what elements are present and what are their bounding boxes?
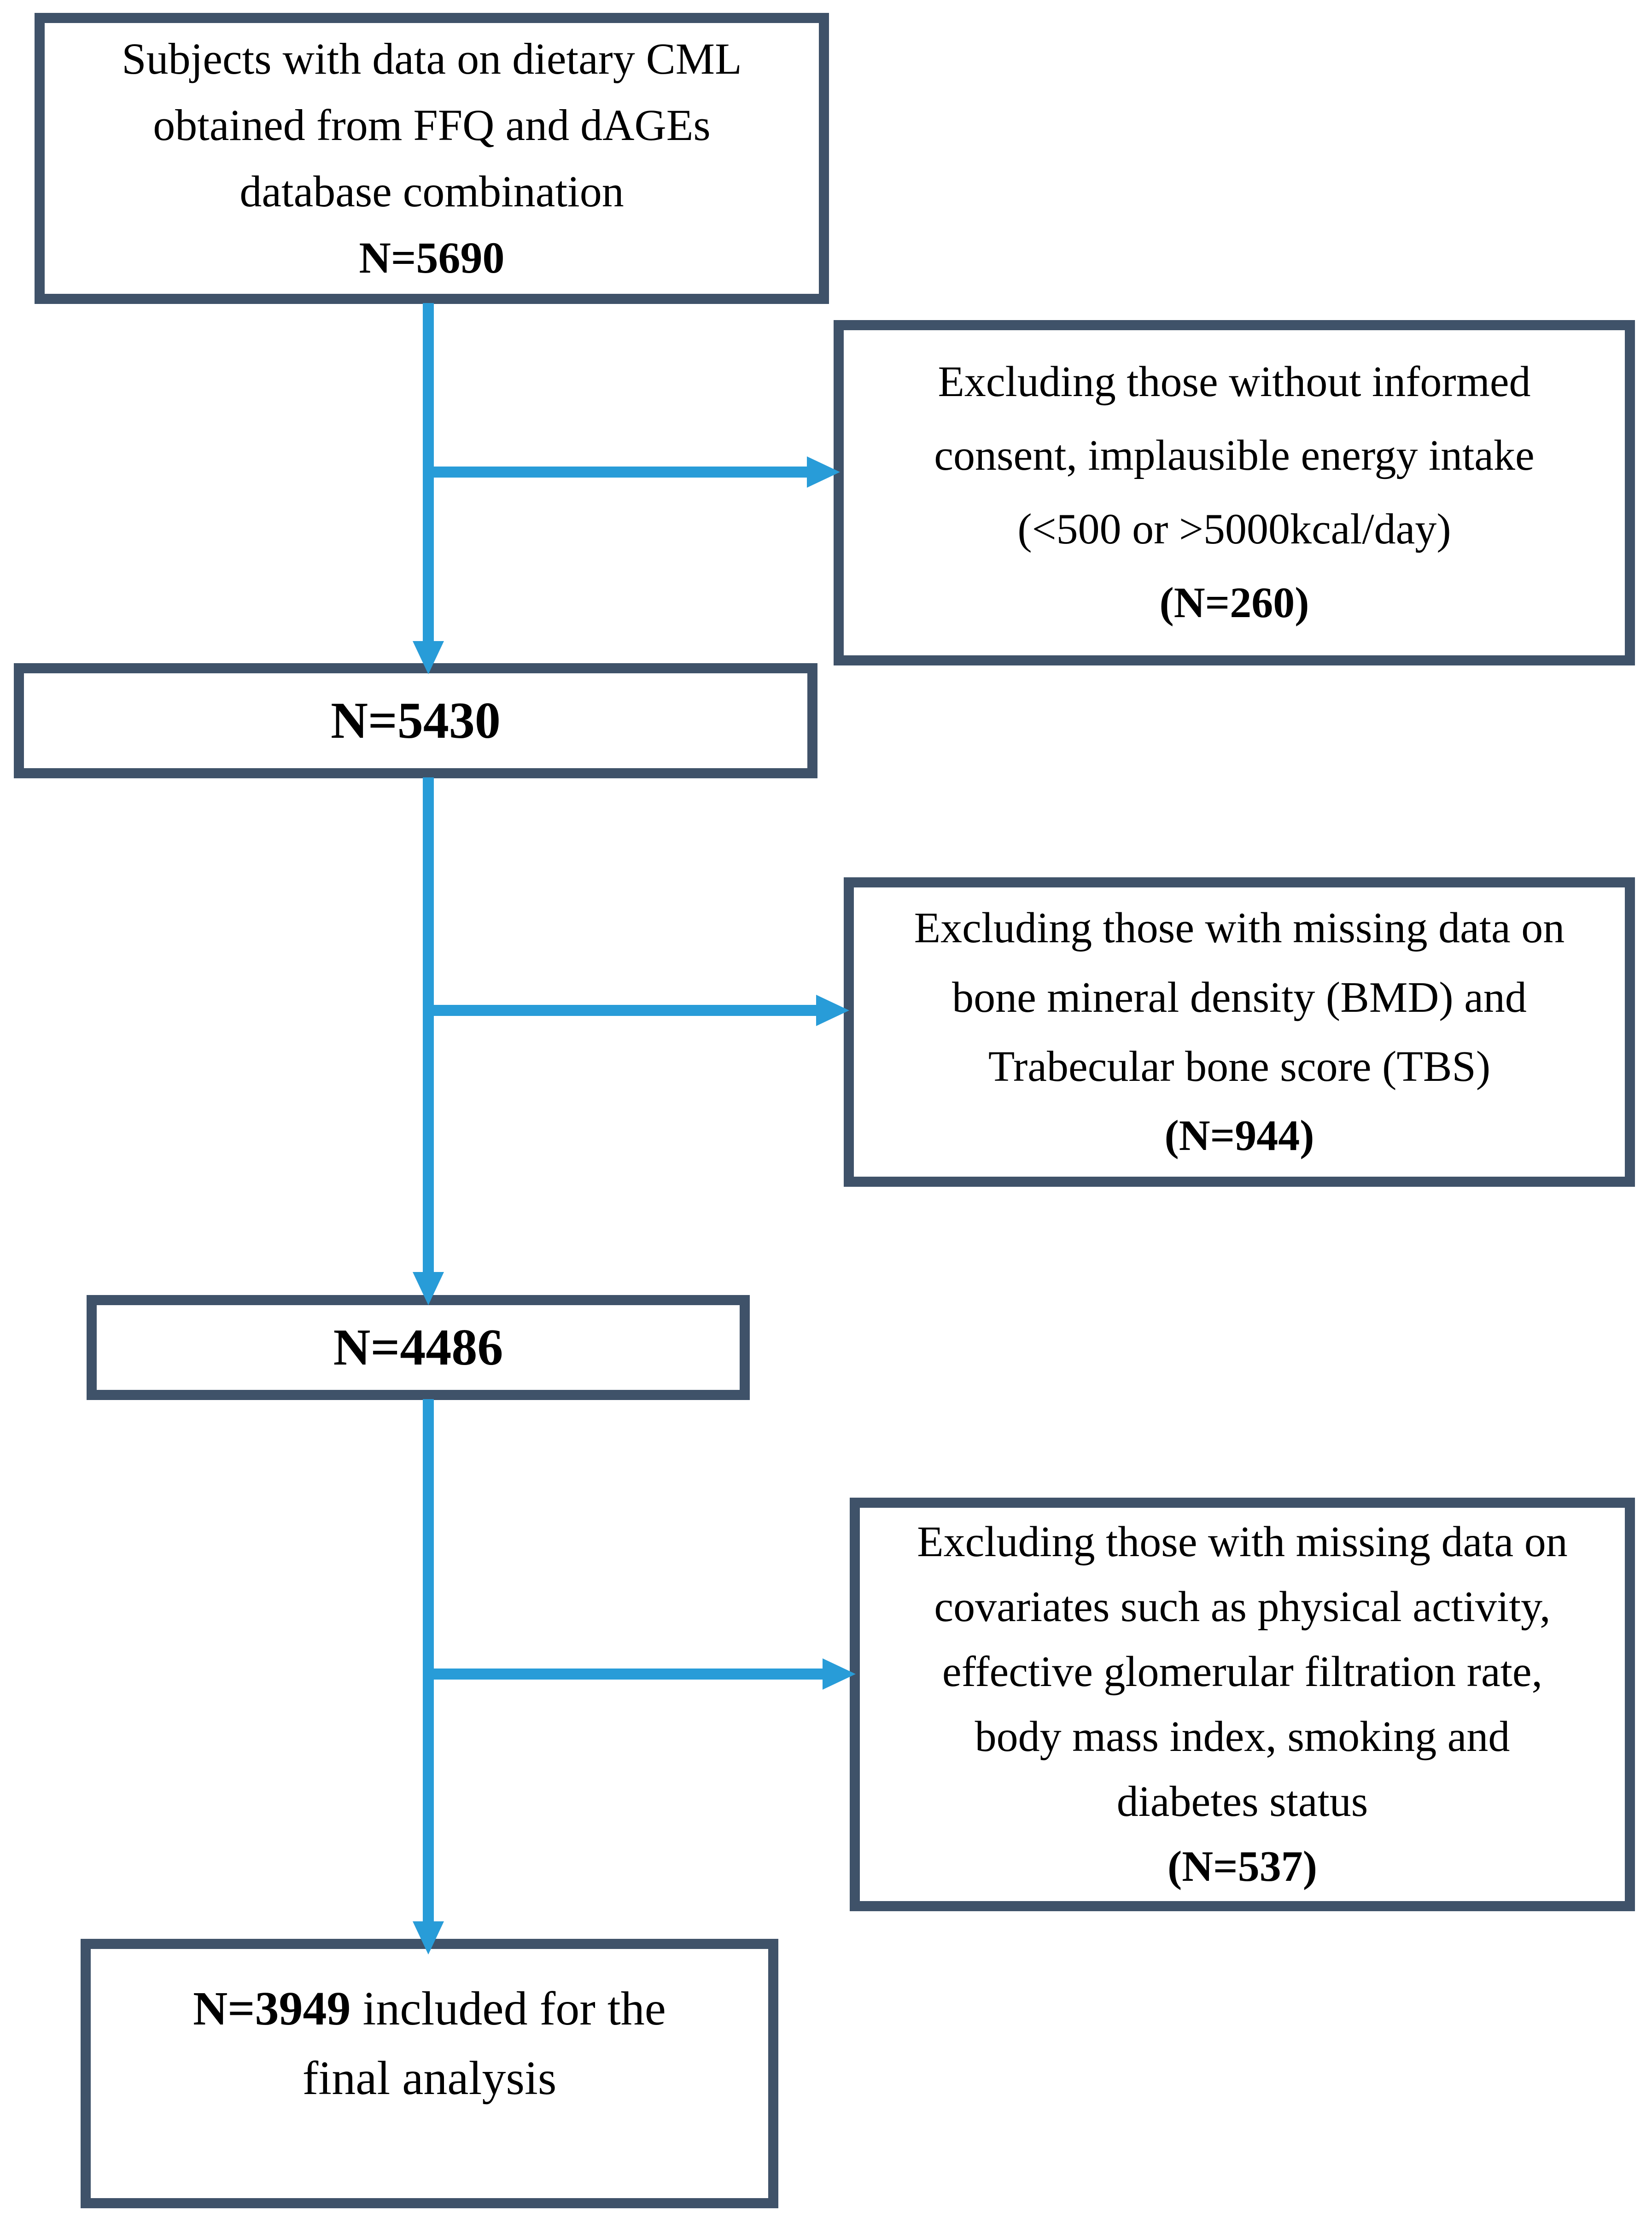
flow-line-right-3 — [428, 1669, 824, 1680]
sample-size-label: N=3949 — [193, 1982, 351, 2035]
box-step-n4486: N=4486 — [87, 1295, 750, 1400]
text-line: consent, implausible energy intake — [934, 432, 1535, 480]
box-exclusion-2: Excluding those with missing data on bon… — [844, 877, 1635, 1187]
sample-size-label: N=5430 — [331, 692, 501, 749]
text-line: final analysis — [302, 2051, 557, 2105]
text-line: diabetes status — [1116, 1778, 1368, 1826]
text-line: Subjects with data on dietary CML — [122, 34, 742, 83]
flow-line-down-2 — [423, 777, 434, 1275]
excluded-count-label: (N=537) — [1167, 1843, 1318, 1890]
text-line: Excluding those with missing data on — [917, 1518, 1568, 1566]
flow-line-right-2 — [428, 1005, 817, 1016]
sample-size-label: N=4486 — [333, 1319, 503, 1376]
arrowhead-right-2-icon — [816, 995, 849, 1026]
flow-line-down-3 — [423, 1399, 434, 1924]
text-line: obtained from FFQ and dAGEs — [153, 100, 711, 150]
text-line: included for the — [350, 1982, 666, 2035]
sample-size-label: N=5690 — [359, 233, 505, 282]
text-line: N=3949 included for the — [193, 1974, 666, 2044]
text-line: Trabecular bone score (TBS) — [988, 1043, 1491, 1091]
arrowhead-down-2-icon — [413, 1272, 444, 1305]
text-line: database combination — [239, 167, 624, 216]
text-line: body mass index, smoking and — [975, 1713, 1510, 1761]
text-line: effective glomerular filtration rate, — [942, 1648, 1543, 1696]
flow-line-right-1 — [428, 467, 808, 478]
box-exclusion-3: Excluding those with missing data on cov… — [850, 1498, 1635, 1911]
arrowhead-right-3-icon — [823, 1658, 856, 1690]
text-line: (<500 or >5000kcal/day) — [1017, 505, 1451, 553]
excluded-count-label: (N=944) — [1164, 1112, 1314, 1160]
box-exclusion-1: Excluding those without informed consent… — [834, 320, 1635, 665]
text-line: covariates such as physical activity, — [934, 1583, 1551, 1631]
excluded-count-label: (N=260) — [1159, 578, 1309, 627]
box-initial-cohort: Subjects with data on dietary CML obtain… — [35, 13, 829, 304]
text-line: Excluding those without informed — [938, 358, 1531, 406]
text-line: Excluding those with missing data on — [914, 904, 1565, 952]
box-final-analysis: N=3949 included for the final analysis — [81, 1939, 778, 2208]
arrowhead-right-1-icon — [807, 456, 840, 488]
text-line: bone mineral density (BMD) and — [952, 973, 1527, 1021]
arrowhead-down-3-icon — [413, 1921, 444, 1954]
arrowhead-down-1-icon — [413, 641, 444, 674]
box-step-n5430: N=5430 — [14, 663, 817, 778]
